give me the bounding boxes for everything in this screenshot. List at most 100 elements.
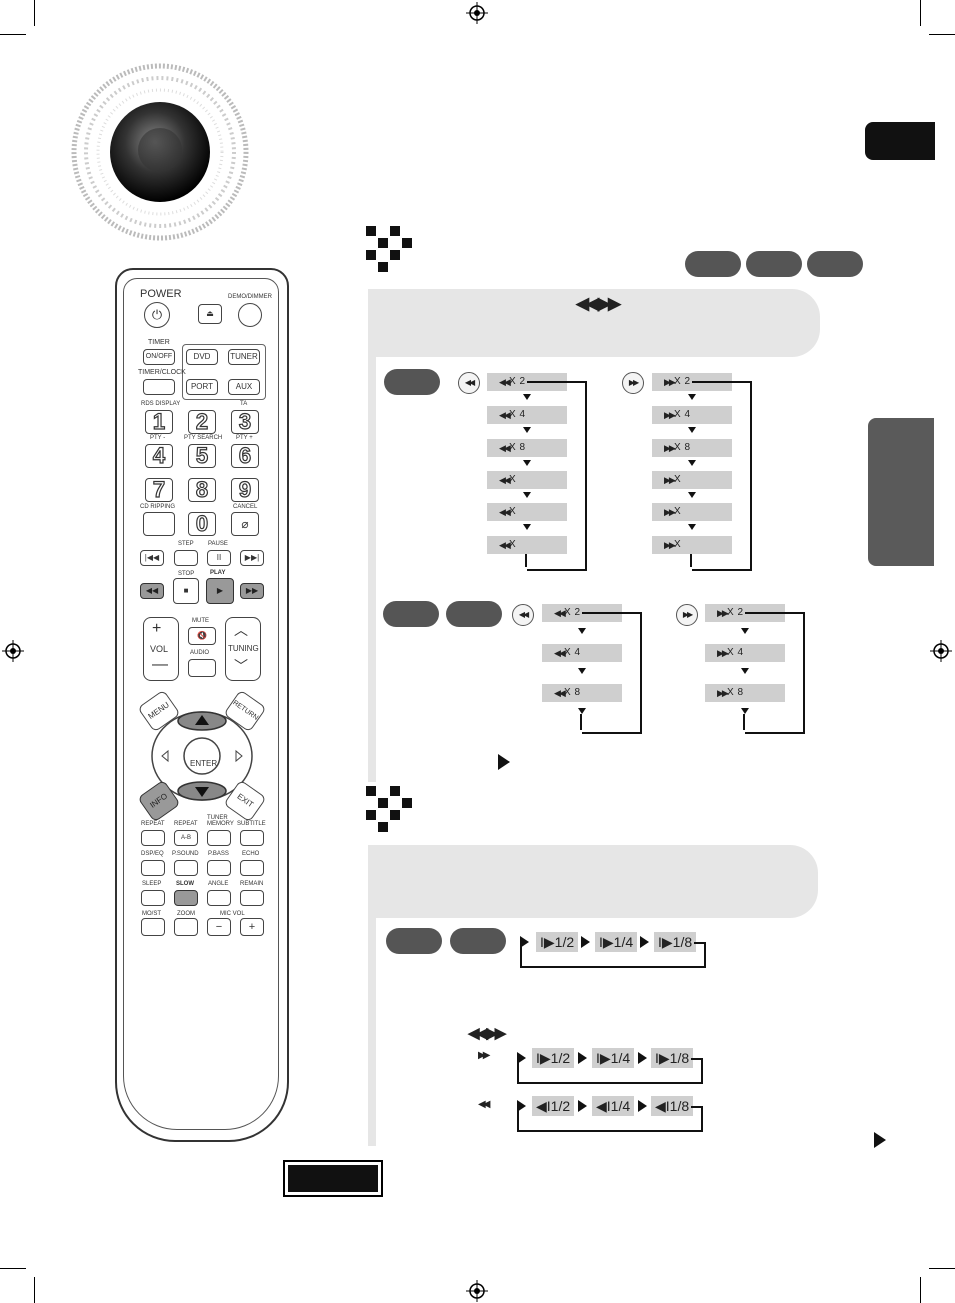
skip-forward-button[interactable]: ▶▶| [240, 550, 264, 566]
registration-mark-icon [466, 1280, 488, 1302]
step-label: X 4 [509, 409, 526, 420]
navigation-pad[interactable] [150, 708, 254, 804]
arrow-right-icon [581, 936, 590, 948]
digit-6-button[interactable]: 6 [231, 444, 259, 468]
digit-8-button[interactable]: 8 [188, 478, 216, 502]
plus-icon: + [248, 921, 256, 933]
angle-button[interactable] [207, 890, 231, 906]
zoom-button[interactable] [174, 918, 198, 936]
fast-forward-icon: ▶▶ [664, 443, 676, 453]
tuner-button[interactable]: TUNER [228, 349, 260, 365]
rewind-speed-step: ◀◀X [487, 471, 567, 489]
mic-vol-down-button[interactable]: − [207, 918, 231, 936]
power-icon: ⏻ [151, 307, 163, 322]
mic-vol-up-button[interactable]: + [240, 918, 264, 936]
p-bass-button[interactable] [207, 860, 231, 876]
fast-forward-icon: ▶▶ [717, 688, 729, 698]
echo-button[interactable] [240, 860, 264, 876]
fast-forward-icon: ▶▶ [245, 586, 259, 595]
stop-label: STOP [178, 571, 195, 577]
step-label: X 2 [727, 607, 744, 618]
rewind-icon: ◀◀ [499, 410, 511, 420]
step-label: X 4 [674, 409, 691, 420]
slow-speed-step: I▶1/2 [536, 932, 579, 952]
loop-back-line [517, 1082, 703, 1084]
step-label: X 2 [674, 376, 691, 387]
button-label: AUX [235, 382, 253, 391]
subtitle-button[interactable] [240, 830, 264, 846]
timer-clock-button[interactable] [143, 379, 175, 395]
power-button[interactable]: ⏻ [144, 302, 170, 328]
volume-rocker[interactable] [143, 617, 179, 681]
arrow-right-icon [638, 1052, 647, 1064]
repeat-ab-button[interactable]: A-B [174, 830, 198, 846]
pause-button[interactable]: II [207, 550, 231, 566]
sleep-button[interactable] [141, 890, 165, 906]
loop-back-line [517, 1130, 703, 1132]
demo-dimmer-button[interactable] [238, 303, 262, 327]
repeat-ab-label: REPEAT [174, 821, 198, 827]
arrow-right-icon [517, 1100, 526, 1112]
down-arrow-icon [688, 427, 696, 433]
timer-on-off-button[interactable]: ON/OFF [143, 349, 175, 365]
eject-button[interactable]: ⏏ [198, 304, 222, 324]
step-button[interactable] [174, 550, 198, 566]
dsp-eq-button[interactable] [141, 860, 165, 876]
fast-forward-button[interactable]: ▶▶ [240, 583, 264, 599]
step-label: STEP [178, 541, 194, 547]
down-arrow-icon [523, 394, 531, 400]
dvd-button[interactable]: DVD [186, 349, 218, 365]
p-sound-button[interactable] [174, 860, 198, 876]
digit-2-button[interactable]: 2 [188, 410, 216, 434]
mo-st-button[interactable] [141, 918, 165, 936]
aux-button[interactable]: AUX [228, 379, 260, 395]
disc-type-chip [384, 369, 440, 395]
digit-4-button[interactable]: 4 [145, 444, 173, 468]
skip-back-button[interactable]: |◀◀ [140, 550, 164, 566]
slow-button[interactable] [174, 890, 198, 906]
step-label: X [509, 474, 517, 485]
digit-3-button[interactable]: 3 [231, 410, 259, 434]
forward-speed-step: ▶▶X 4 [705, 644, 785, 662]
loop-back-line [690, 554, 692, 567]
stop-button[interactable]: ■ [173, 578, 199, 604]
slow-reverse-icon: ◀I [596, 1098, 611, 1114]
loop-back-line [520, 966, 706, 968]
loop-back-line [704, 942, 706, 968]
audio-button[interactable] [188, 659, 216, 677]
down-arrow-icon [688, 524, 696, 530]
rewind-button-icon: ◀◀ [512, 604, 534, 626]
repeat-button[interactable] [141, 830, 165, 846]
arrow-right-icon [517, 1052, 526, 1064]
digit-7-button[interactable]: 7 [145, 478, 173, 502]
subtitle-label: SUBTITLE [237, 821, 266, 827]
tuner-memory-button[interactable] [207, 830, 231, 846]
step-label: X 2 [564, 607, 581, 618]
digit-1-button[interactable]: 1 [145, 410, 173, 434]
rewind-button[interactable]: ◀◀ [140, 583, 164, 599]
forward-speed-step: ▶▶X 8 [705, 684, 785, 702]
digit-0-button[interactable]: 0 [188, 512, 216, 536]
play-button[interactable]: ▶ [206, 578, 234, 604]
cancel-button[interactable]: ⌀ [231, 512, 259, 536]
disc-type-chip [450, 928, 506, 954]
cd-ripping-button[interactable] [143, 512, 175, 536]
arrow-right-icon [578, 1100, 587, 1112]
step-label: 1/4 [610, 1050, 631, 1066]
port-button[interactable]: PORT [186, 379, 218, 395]
play-label: PLAY [210, 570, 226, 576]
rewind-button-icon: ◀◀ [458, 372, 480, 394]
step-label: X [674, 506, 682, 517]
digit-5-button[interactable]: 5 [188, 444, 216, 468]
step-label: 1/8 [672, 934, 693, 950]
down-arrow-icon [741, 628, 749, 634]
step-label: 1/4 [610, 1098, 631, 1114]
mute-button[interactable]: 🔇 [188, 627, 216, 645]
loop-back-line [517, 1106, 519, 1132]
step-label: 1/4 [613, 934, 634, 950]
remain-button[interactable] [240, 890, 264, 906]
down-arrow-icon [688, 460, 696, 466]
tuning-rocker[interactable] [225, 617, 261, 681]
digit-9-button[interactable]: 9 [231, 478, 259, 502]
crop-mark [929, 34, 955, 35]
